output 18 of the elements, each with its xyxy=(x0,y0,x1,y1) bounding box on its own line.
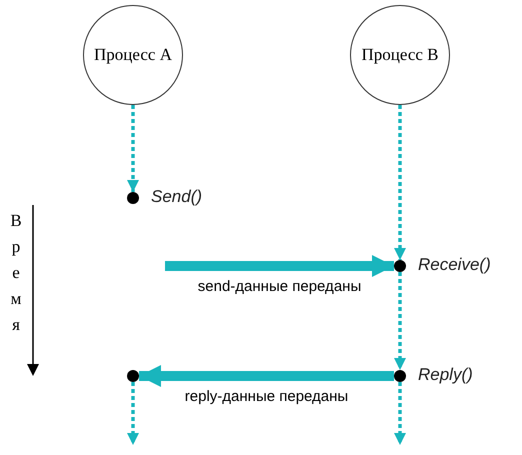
axis-label: Время xyxy=(10,210,22,336)
lifeline-arrow xyxy=(394,105,406,260)
message-arrow xyxy=(139,365,394,387)
event-dot xyxy=(394,260,406,272)
function-label: Receive() xyxy=(418,255,491,275)
event-dot xyxy=(127,370,139,382)
lifeline-arrow xyxy=(127,382,139,445)
event-dot xyxy=(127,192,139,204)
function-label: Send() xyxy=(151,187,202,207)
edge-label: send-данные переданы xyxy=(196,278,364,295)
process-circle: Процесс А xyxy=(83,5,183,105)
lifeline-arrow xyxy=(394,382,406,445)
event-dot xyxy=(394,370,406,382)
function-label: Reply() xyxy=(418,365,473,385)
lifeline-arrow xyxy=(394,272,406,370)
lifeline-arrow xyxy=(127,105,139,192)
process-circle: Процесс В xyxy=(350,5,450,105)
edge-label: reply-данные переданы xyxy=(182,388,350,405)
